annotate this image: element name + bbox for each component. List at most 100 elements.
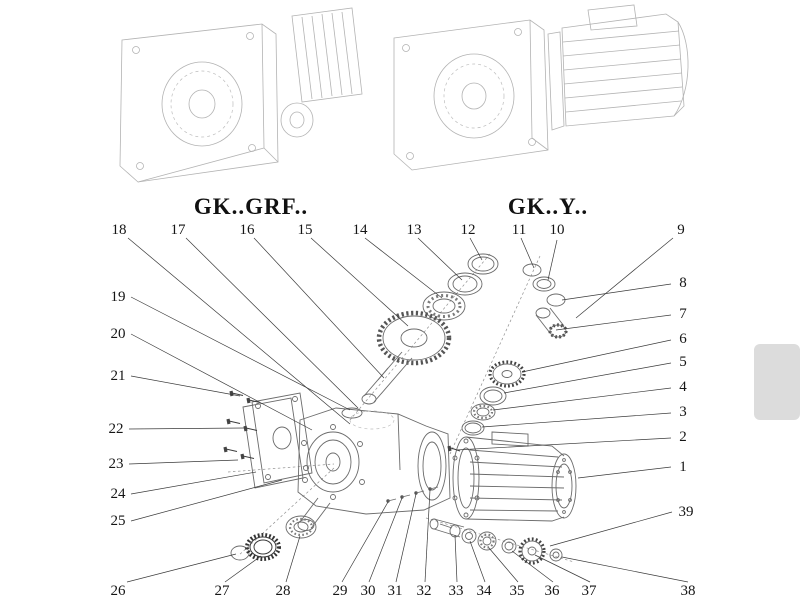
input-gear-stack bbox=[361, 253, 499, 405]
part-16-input-shaft bbox=[361, 351, 413, 405]
leader-14 bbox=[364, 237, 443, 299]
leader-5 bbox=[503, 362, 672, 394]
callout-26: 26 bbox=[111, 583, 127, 599]
part-14-bearing bbox=[422, 291, 466, 321]
part-25-cover-plate bbox=[251, 392, 313, 484]
callout-21: 21 bbox=[111, 368, 126, 384]
callout-12: 12 bbox=[461, 222, 476, 238]
callout-11: 11 bbox=[512, 222, 526, 238]
part-36-spacer bbox=[501, 538, 517, 554]
leader-1 bbox=[577, 466, 672, 479]
leader-21 bbox=[130, 375, 241, 397]
model-label-gky: GK..Y.. bbox=[508, 194, 588, 219]
part-8-ring bbox=[546, 293, 566, 307]
part-26-ring bbox=[230, 545, 250, 561]
leader-26 bbox=[126, 553, 237, 583]
callout-2: 2 bbox=[679, 429, 687, 445]
callout-39: 39 bbox=[679, 504, 694, 520]
leader-23 bbox=[128, 459, 239, 465]
part-4-bearing bbox=[470, 403, 496, 421]
leader-31 bbox=[395, 493, 417, 583]
leader-lines bbox=[126, 237, 689, 583]
part-34-washer bbox=[461, 528, 477, 544]
cover-plate-group bbox=[223, 390, 313, 489]
leader-28 bbox=[285, 535, 301, 583]
gray-patch bbox=[754, 344, 800, 420]
fastener-bolts bbox=[223, 390, 261, 460]
callout-19: 19 bbox=[111, 289, 126, 305]
model-label-gkgrf: GK..GRF.. bbox=[194, 194, 308, 219]
callout-25: 25 bbox=[111, 513, 126, 529]
part-27-lock-washer bbox=[245, 533, 281, 561]
part-15-bevel-gear bbox=[376, 310, 452, 366]
callout-23: 23 bbox=[109, 456, 124, 472]
callout-37: 37 bbox=[582, 583, 598, 599]
leader-39 bbox=[549, 511, 673, 547]
part-3-ring bbox=[461, 420, 485, 436]
part-7-pinion-shaft bbox=[535, 307, 568, 339]
leader-24 bbox=[130, 471, 257, 495]
leader-38 bbox=[561, 556, 689, 583]
callout-36: 36 bbox=[545, 583, 561, 599]
leader-15 bbox=[310, 237, 409, 327]
callout-14: 14 bbox=[353, 222, 369, 238]
callout-8: 8 bbox=[679, 275, 687, 291]
assembled-view-gky bbox=[393, 4, 689, 171]
assembly-axes bbox=[227, 253, 575, 563]
leader-17 bbox=[185, 237, 359, 409]
callout-38: 38 bbox=[681, 583, 696, 599]
gear-housing bbox=[297, 407, 451, 531]
callout-35: 35 bbox=[510, 583, 525, 599]
leader-16 bbox=[253, 237, 385, 379]
leader-27 bbox=[224, 555, 262, 583]
part-11-ring bbox=[522, 263, 542, 277]
callout-32: 32 bbox=[417, 583, 432, 599]
leader-35 bbox=[488, 547, 519, 583]
leader-11 bbox=[520, 237, 535, 269]
flange-bolts bbox=[386, 486, 439, 503]
callout-30: 30 bbox=[361, 583, 376, 599]
callout-34: 34 bbox=[477, 583, 493, 599]
bearing-rings-group bbox=[230, 515, 317, 561]
leader-30 bbox=[368, 497, 403, 583]
leader-4 bbox=[492, 387, 672, 411]
callout-33: 33 bbox=[449, 583, 464, 599]
leader-33 bbox=[454, 534, 458, 583]
leader-2 bbox=[455, 437, 672, 451]
part-35-bearing bbox=[477, 531, 497, 551]
callout-22: 22 bbox=[109, 421, 124, 437]
leader-29 bbox=[341, 501, 389, 583]
callout-13: 13 bbox=[407, 222, 422, 238]
leader-32 bbox=[424, 489, 431, 583]
leader-8 bbox=[561, 283, 672, 301]
callouts: 18 17 16 15 14 13 12 11 10 9 8 7 6 5 4 3… bbox=[109, 222, 696, 599]
callout-28: 28 bbox=[276, 583, 291, 599]
callout-6: 6 bbox=[679, 331, 687, 347]
callout-20: 20 bbox=[111, 326, 126, 342]
callout-10: 10 bbox=[550, 222, 565, 238]
part-2-bolt bbox=[447, 445, 461, 452]
pinion-stack bbox=[447, 263, 568, 452]
callout-5: 5 bbox=[679, 354, 687, 370]
leader-7 bbox=[555, 314, 672, 331]
part-38-nut bbox=[549, 548, 563, 562]
leader-37 bbox=[534, 554, 591, 583]
callout-15: 15 bbox=[298, 222, 313, 238]
part-12-ring bbox=[467, 253, 499, 275]
callout-29: 29 bbox=[333, 583, 348, 599]
callout-24: 24 bbox=[111, 486, 127, 502]
leader-18 bbox=[127, 237, 351, 425]
leader-34 bbox=[469, 540, 486, 583]
leader-36 bbox=[511, 550, 554, 583]
part-24-gasket bbox=[242, 397, 304, 489]
callout-27: 27 bbox=[215, 583, 231, 599]
leader-3 bbox=[481, 412, 672, 428]
part-10-ring bbox=[532, 276, 556, 292]
callout-31: 31 bbox=[388, 583, 403, 599]
callout-17: 17 bbox=[171, 222, 187, 238]
part-39-output-shaft bbox=[429, 518, 465, 538]
callout-9: 9 bbox=[677, 222, 685, 238]
callout-1: 1 bbox=[679, 459, 687, 475]
callout-3: 3 bbox=[679, 404, 687, 420]
